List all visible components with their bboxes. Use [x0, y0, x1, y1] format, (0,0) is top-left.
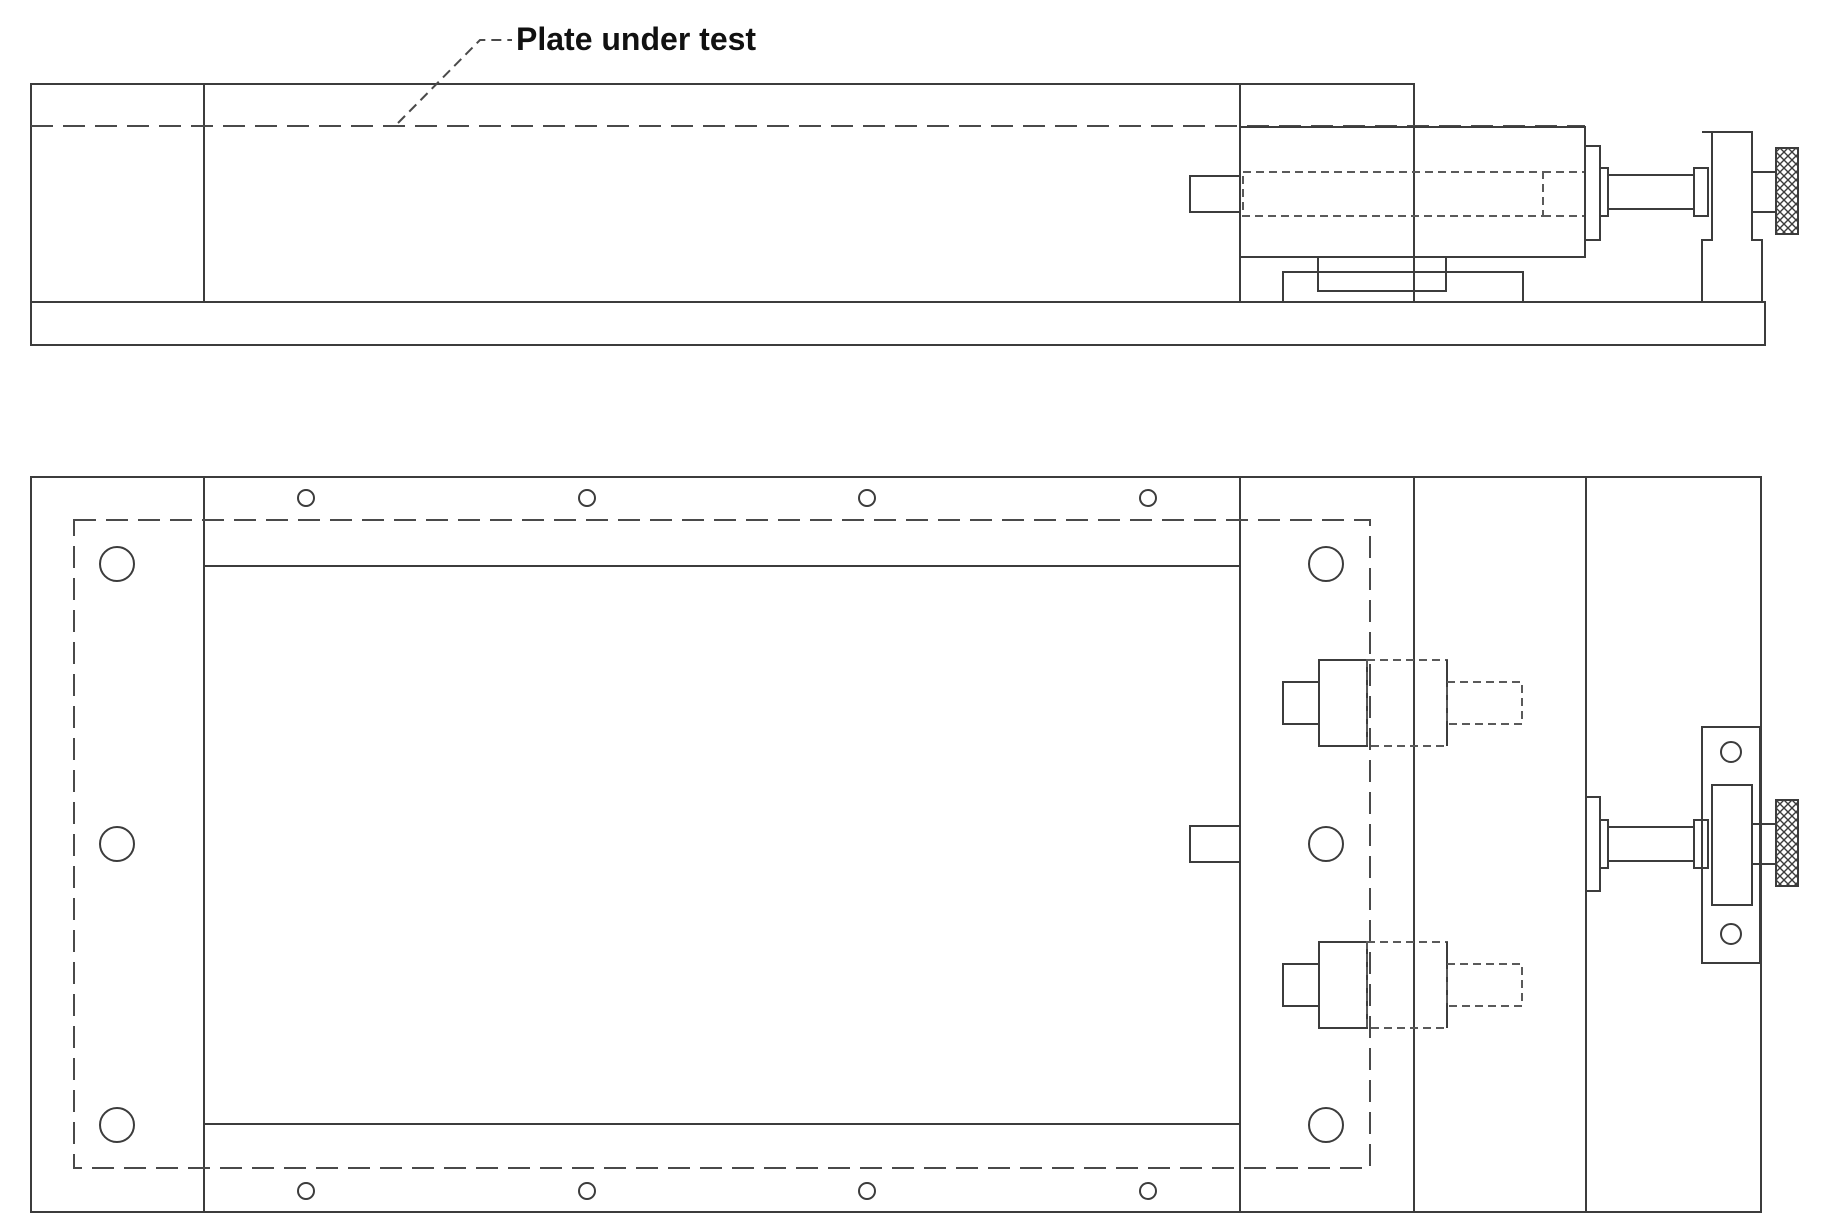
plate-callout-label: Plate under test — [516, 21, 756, 57]
bolt-hole-icon — [1139, 1182, 1157, 1200]
plate-outline — [73, 519, 1371, 1169]
bolt-hole-icon — [578, 1182, 596, 1200]
bolt-hole-icon — [1139, 489, 1157, 507]
knurled-knob-icon — [1775, 147, 1799, 235]
bolt-hole-icon — [1720, 741, 1742, 763]
bolt-hole-icon — [858, 1182, 876, 1200]
bolt-hole-icon — [1720, 923, 1742, 945]
knurled-knob-icon — [1775, 799, 1799, 887]
bolt-hole-icon — [99, 546, 135, 582]
side-view — [30, 83, 1799, 346]
bolt-hole-icon — [1308, 1107, 1344, 1143]
bolt-hole-icon — [99, 1107, 135, 1143]
top-view — [30, 476, 1799, 1213]
plate-callout: Plate under test — [397, 21, 756, 124]
bolt-hole-icon — [578, 489, 596, 507]
bolt-hole-icon — [1308, 826, 1344, 862]
bolt-hole-icon — [99, 826, 135, 862]
clamp-upper — [1282, 659, 1523, 747]
bolt-hole-icon — [297, 489, 315, 507]
bolt-hole-icon — [1308, 546, 1344, 582]
clamp-lower — [1282, 941, 1523, 1029]
bolt-hole-icon — [297, 1182, 315, 1200]
bolt-hole-icon — [858, 489, 876, 507]
